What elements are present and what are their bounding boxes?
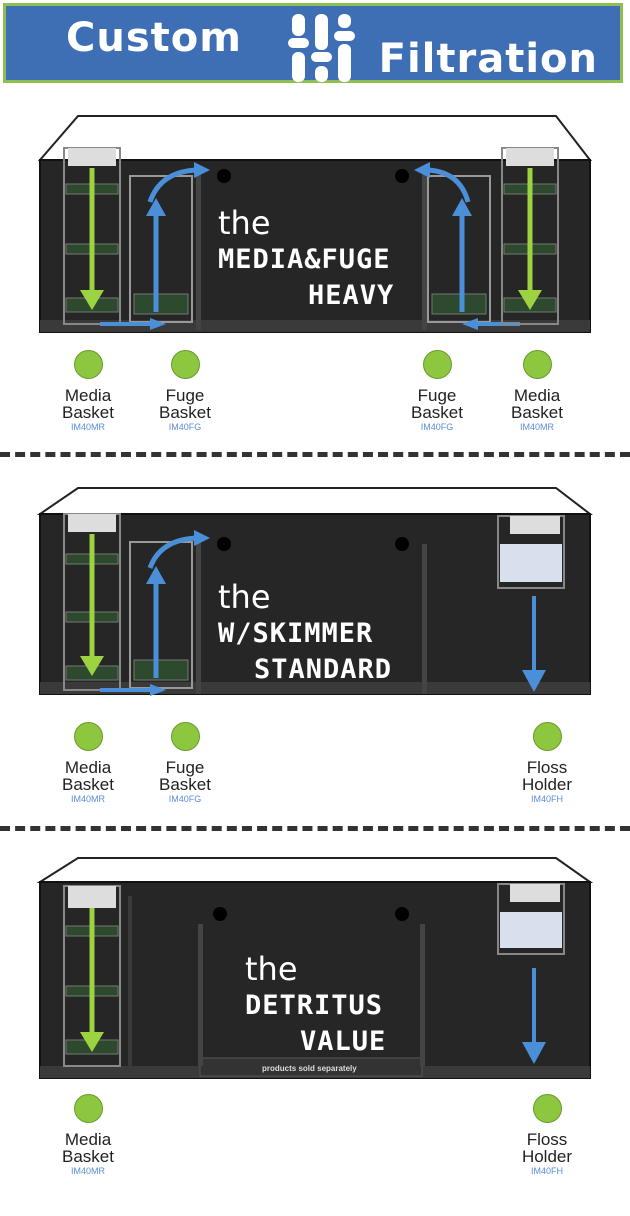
label-fuge-basket: Fuge Basket IM40FG: [392, 350, 482, 432]
media-basket-left: [63, 885, 121, 1067]
panel-title-line2: VALUE: [300, 1026, 387, 1057]
label-code: IM40MR: [70, 422, 105, 432]
label-code: IM40FG: [420, 422, 454, 432]
status-dot: [73, 722, 103, 751]
label-line: Media: [64, 1130, 112, 1149]
panel-title-the: the: [218, 204, 271, 242]
label-media-basket: Media Basket IM40MR: [492, 350, 582, 432]
label-code: IM40MR: [519, 422, 554, 432]
label-line: Basket: [511, 403, 563, 422]
panel-title-the: the: [245, 950, 298, 988]
label-floss-holder: Floss Holder IM40FH: [502, 722, 592, 804]
media-basket-left: [63, 147, 121, 325]
sump-diagram-2: [36, 487, 593, 696]
label-line: Floss: [526, 758, 568, 777]
label-fuge-basket: Fuge Basket IM40FG: [140, 350, 230, 432]
label-code: IM40FH: [530, 794, 563, 804]
label-line: Fuge: [417, 386, 457, 405]
label-line: Fuge: [165, 758, 205, 777]
panel-title-line2: STANDARD: [254, 654, 393, 685]
header-banner: Custom Filtration: [3, 3, 623, 83]
section-divider: [0, 826, 630, 831]
status-dot: [422, 350, 452, 379]
panel-skimmer-standard: the W/SKIMMER STANDARD Media Basket IM40…: [0, 484, 630, 844]
label-line: Media: [64, 386, 112, 405]
status-dot: [522, 350, 552, 379]
header-title-left: Custom: [66, 15, 242, 61]
panel-title-line1: DETRITUS: [245, 990, 384, 1021]
label-line: Basket: [159, 775, 211, 794]
label-line: Holder: [521, 775, 573, 794]
status-dot: [73, 350, 103, 379]
status-dot: [170, 350, 200, 379]
panel-title-line2: HEAVY: [308, 280, 395, 311]
label-code: IM40MR: [70, 1166, 105, 1176]
label-code: IM40FH: [530, 1166, 563, 1176]
status-dot: [73, 1094, 103, 1123]
status-dot: [170, 722, 200, 751]
media-basket-right: [501, 147, 559, 325]
filter-sliders-icon: [288, 14, 355, 82]
floss-holder: [497, 515, 565, 692]
label-code: IM40FG: [168, 422, 202, 432]
panel-title-line1: W/SKIMMER: [218, 618, 374, 649]
status-dot: [532, 1094, 562, 1123]
label-media-basket: Media Basket IM40MR: [43, 722, 133, 804]
label-fuge-basket: Fuge Basket IM40FG: [140, 722, 230, 804]
status-dot: [532, 722, 562, 751]
label-line: Fuge: [165, 386, 205, 405]
sump-diagram-1: [37, 115, 593, 333]
label-line: Basket: [62, 1147, 114, 1166]
label-line: Media: [513, 386, 561, 405]
label-line: Basket: [159, 403, 211, 422]
label-line: Floss: [526, 1130, 568, 1149]
panel-title-line1: MEDIA&FUGE: [218, 244, 391, 275]
label-code: IM40FG: [168, 794, 202, 804]
floss-holder: [497, 883, 565, 1064]
label-line: Basket: [62, 775, 114, 794]
fuge-basket-left: [100, 530, 210, 696]
panel-detritus-value: the DETRITUS VALUE products sold separat…: [0, 856, 630, 1216]
media-basket-left: [63, 513, 121, 691]
label-media-basket: Media Basket IM40MR: [43, 1094, 133, 1176]
sump-diagram-3: [36, 857, 594, 1079]
header-title-right: Filtration: [378, 36, 598, 82]
products-note: products sold separately: [262, 1064, 357, 1073]
label-line: Media: [64, 758, 112, 777]
label-floss-holder: Floss Holder IM40FH: [502, 1094, 592, 1176]
label-code: IM40MR: [70, 794, 105, 804]
label-line: Basket: [62, 403, 114, 422]
label-line: Basket: [411, 403, 463, 422]
label-media-basket: Media Basket IM40MR: [43, 350, 133, 432]
fuge-basket-left: [100, 162, 210, 330]
panel-media-fuge-heavy: the MEDIA&FUGE HEAVY Media Basket IM40MR…: [0, 112, 630, 472]
section-divider: [0, 452, 630, 457]
panel-title-the: the: [218, 578, 271, 616]
label-line: Holder: [521, 1147, 573, 1166]
